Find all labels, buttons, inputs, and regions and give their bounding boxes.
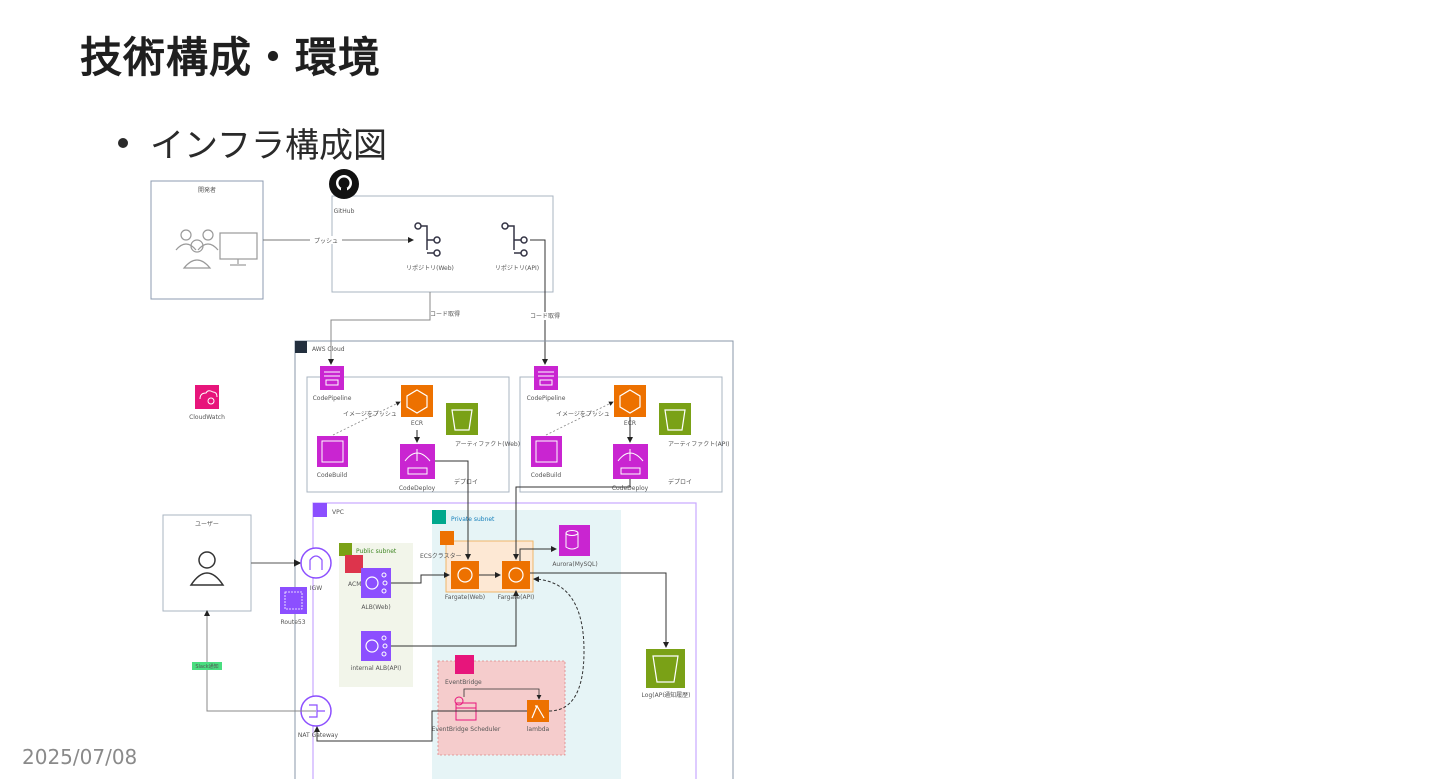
codedeploy-api-label: CodeDeploy: [612, 485, 649, 492]
acm-icon: [345, 555, 363, 573]
repo-web-label: リポジトリ(Web): [406, 264, 454, 272]
deploy-web-label: デプロイ: [454, 478, 478, 486]
pipeline-api-group: CodePipeline ECR イメージをプッシュ アーティファクト(API)…: [519, 366, 729, 493]
nat-gateway: NAT Gateway: [298, 695, 339, 739]
slide-title: 技術構成・環境: [80, 33, 382, 82]
igw: IGW: [300, 547, 332, 592]
internal-alb-label: internal ALB(API): [351, 665, 402, 672]
nat-gateway-label: NAT Gateway: [298, 732, 339, 739]
aurora-label: Aurora(MySQL): [552, 561, 597, 568]
codebuild-api-label: CodeBuild: [531, 472, 562, 479]
aws-cloud-label: AWS Cloud: [312, 346, 345, 353]
cloudwatch: CloudWatch: [189, 385, 225, 421]
image-push-web-label: イメージをプッシュ: [343, 411, 397, 418]
slack-label: Slack通知: [195, 663, 218, 670]
image-push-api-label: イメージをプッシュ: [556, 411, 610, 418]
ecr-web-label: ECR: [411, 420, 423, 427]
codebuild-web-label: CodeBuild: [317, 472, 348, 479]
bullet-dot: [118, 137, 128, 148]
log-bucket-label: Log(API通知履歴): [642, 691, 691, 699]
lambda-label: lambda: [527, 726, 550, 733]
alb-web: ALB(Web): [361, 568, 391, 611]
bullet-text: インフラ構成図: [150, 126, 387, 166]
user-icon: [189, 551, 225, 586]
slack-notification: Slack通知: [192, 610, 316, 712]
aws-logo-icon: [295, 341, 307, 353]
codepipeline-web-icon: [320, 366, 344, 390]
fargate-api-icon: [502, 561, 530, 589]
vpc-label: VPC: [332, 509, 344, 516]
deploy-api-label: デプロイ: [668, 478, 692, 486]
eventbridge-group: EventBridge EventBridge Scheduler lambda: [432, 655, 566, 756]
eventbridge-scheduler-label: EventBridge Scheduler: [432, 726, 501, 733]
user-label: ユーザー: [195, 521, 219, 528]
push-label: プッシュ: [314, 238, 338, 245]
route53-icon: [280, 587, 307, 614]
private-subnet-icon: [432, 510, 446, 524]
artifact-web-label: アーティファクト(Web): [455, 441, 520, 448]
pipeline-web-group: CodePipeline ECR イメージをプッシュ アーティファクト(Web)…: [306, 366, 520, 493]
developer-label: 開発者: [198, 186, 216, 194]
alb-web-label: ALB(Web): [361, 604, 390, 611]
ecs-cluster-icon: [440, 531, 454, 545]
internal-alb: internal ALB(API): [351, 631, 402, 672]
code-fetch-web-connector: コード取得: [328, 292, 460, 365]
repo-api-icon: [501, 222, 528, 257]
cloudwatch-icon: [195, 385, 219, 409]
connectors: [314, 460, 669, 742]
developer-group: 開発者: [150, 180, 264, 300]
code-fetch-web-label: コード取得: [430, 310, 460, 318]
codepipeline-web-label: CodePipeline: [313, 395, 352, 402]
fargate-web-icon: [451, 561, 479, 589]
code-fetch-api-connector: コード取得: [528, 239, 562, 365]
developers-icon: [175, 229, 258, 269]
codepipeline-api-icon: [534, 366, 558, 390]
artifact-api-label: アーティファクト(API): [668, 441, 729, 448]
eventbridge-icon: [455, 655, 474, 674]
user-group: ユーザー: [162, 514, 252, 612]
github-label: GitHub: [334, 208, 355, 215]
push-connector: プッシュ: [263, 236, 414, 245]
vpc-group: VPC: [312, 502, 697, 779]
log-bucket: Log(API通知履歴): [642, 649, 691, 699]
slack-badge: [192, 662, 222, 670]
codedeploy-web-label: CodeDeploy: [399, 485, 436, 492]
acm-label: ACM: [348, 581, 361, 588]
fargate-web: Fargate(Web): [445, 561, 485, 601]
public-subnet-icon: [339, 543, 352, 556]
aurora-icon: [559, 525, 590, 556]
aurora: Aurora(MySQL): [552, 525, 598, 568]
igw-label: IGW: [310, 585, 322, 592]
codepipeline-api-label: CodePipeline: [527, 395, 566, 402]
code-fetch-api-label: コード取得: [530, 312, 560, 320]
fargate-web-label: Fargate(Web): [445, 594, 485, 601]
acm: ACM: [345, 555, 363, 588]
ecs-cluster-label: ECSクラスター: [420, 552, 462, 560]
github-group: GitHub リポジトリ(Web) リポジトリ(API): [329, 169, 554, 293]
eventbridge-label: EventBridge: [445, 679, 482, 686]
slide-date: 2025/07/08: [22, 745, 138, 769]
bullet-item: インフラ構成図: [118, 118, 387, 167]
public-subnet-label: Public subnet: [356, 548, 397, 555]
repo-api-label: リポジトリ(API): [495, 264, 539, 272]
vpc-icon: [313, 503, 327, 517]
github-icon: [329, 169, 359, 199]
igw-icon: [300, 547, 332, 579]
lambda-icon: [527, 700, 549, 722]
route53: Route53: [280, 587, 307, 626]
repo-web-icon: [414, 222, 441, 257]
private-subnet-label: Private subnet: [451, 516, 495, 523]
route53-label: Route53: [280, 619, 305, 626]
cloudwatch-label: CloudWatch: [189, 414, 225, 421]
